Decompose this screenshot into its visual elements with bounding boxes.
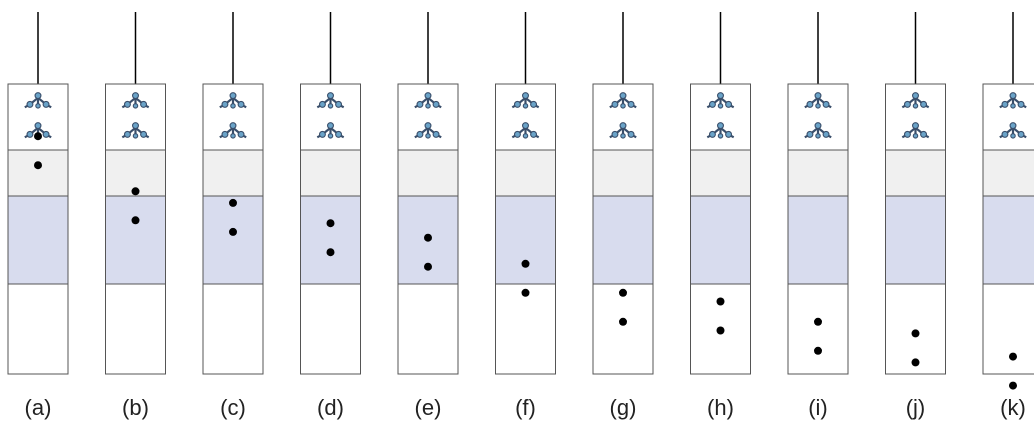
bottom-band [787, 283, 849, 375]
particle [716, 326, 725, 335]
particle [814, 317, 822, 326]
particle [911, 329, 920, 338]
panel-label: (d) [317, 395, 344, 420]
particle [911, 358, 920, 367]
particle [229, 198, 237, 207]
panel-label: (j) [906, 395, 926, 420]
panel-label: (c) [220, 395, 246, 420]
panel: (a) [7, 12, 69, 420]
particle [619, 288, 627, 297]
middle-band [7, 195, 69, 285]
panel-label: (g) [610, 395, 637, 420]
bottom-band [397, 283, 459, 375]
panel: (e) [397, 12, 459, 420]
panel: (h) [690, 12, 751, 420]
panel: (f) [495, 12, 556, 420]
middle-band [787, 195, 849, 285]
molecule-compartment [982, 83, 1034, 151]
upper-band [202, 149, 264, 197]
panel: (i) [787, 12, 849, 420]
bottom-band [202, 283, 264, 375]
upper-band [495, 149, 556, 197]
panel-label: (f) [515, 395, 536, 420]
middle-band [690, 195, 751, 285]
panel-label: (b) [122, 395, 149, 420]
particle [619, 317, 627, 326]
panel: (k) [982, 12, 1034, 420]
particle [131, 187, 140, 196]
upper-band [787, 149, 849, 197]
particle [34, 161, 42, 170]
particle [326, 248, 335, 257]
panel-label: (h) [707, 395, 734, 420]
particle [814, 346, 822, 355]
molecule-compartment [397, 83, 459, 151]
panel-label: (a) [25, 395, 52, 420]
particle [1009, 381, 1017, 390]
bottom-band [592, 283, 654, 375]
panel-group: (a) (b) (c) (d) (e) (f) (g) (h) (i) (j) (k) [7, 12, 1034, 420]
panel: (d) [300, 12, 361, 420]
middle-band [300, 195, 361, 285]
particle [521, 259, 530, 268]
particle [229, 227, 237, 236]
molecule-compartment [787, 83, 849, 151]
panel-label: (k) [1000, 395, 1026, 420]
middle-band [982, 195, 1034, 285]
bottom-band [7, 283, 69, 375]
upper-band [885, 149, 946, 197]
middle-band [202, 195, 264, 285]
middle-band [495, 195, 556, 285]
middle-band [592, 195, 654, 285]
panel-label: (e) [415, 395, 442, 420]
middle-band [885, 195, 946, 285]
middle-band [105, 195, 166, 285]
bottom-band [982, 283, 1034, 375]
particle [1009, 352, 1017, 361]
panel: (j) [885, 12, 946, 420]
upper-band [7, 149, 69, 197]
bottom-band [105, 283, 166, 375]
particle [34, 132, 42, 141]
upper-band [592, 149, 654, 197]
upper-band [397, 149, 459, 197]
particle [424, 233, 432, 242]
bottom-band [300, 283, 361, 375]
panel-label: (i) [808, 395, 828, 420]
particle [716, 297, 725, 306]
panel: (b) [105, 12, 166, 420]
molecule-compartment [105, 83, 166, 151]
upper-band [300, 149, 361, 197]
particle [424, 262, 432, 271]
particle [131, 216, 140, 225]
bottom-band [495, 283, 556, 375]
panel: (c) [202, 12, 264, 420]
upper-band [690, 149, 751, 197]
upper-band [982, 149, 1034, 197]
panel: (g) [592, 12, 654, 420]
particle [326, 219, 335, 228]
particle [521, 288, 530, 297]
